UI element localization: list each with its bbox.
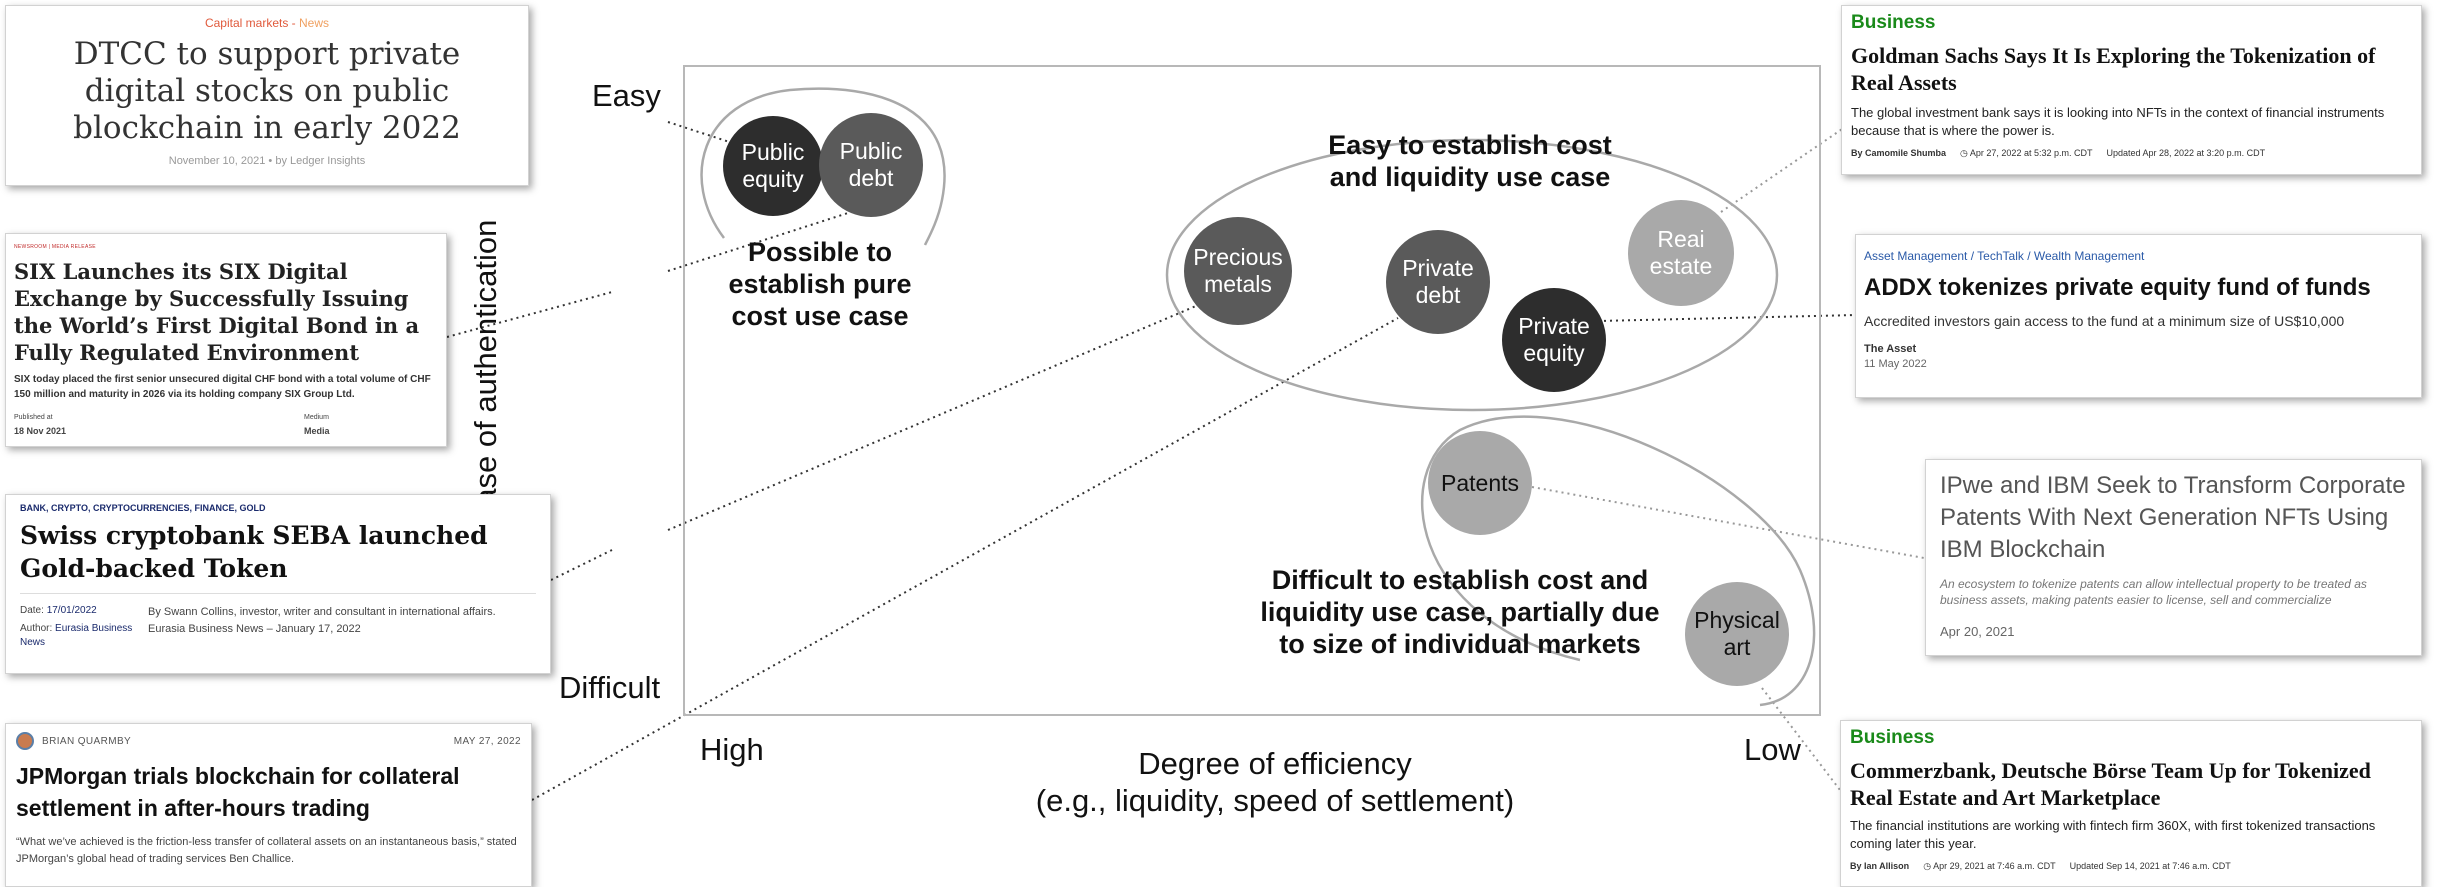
seba-tags[interactable]: BANK, CRYPTO, CRYPTOCURRENCIES, FINANCE,… — [20, 503, 266, 513]
ipwe-headline[interactable]: IPwe and IBM Seek to Transform Corporate… — [1940, 472, 2406, 563]
x-axis-label: Degree of efficiency (e.g., liquidity, s… — [1000, 745, 1550, 819]
dtcc-tag[interactable]: News — [299, 16, 330, 30]
commerz-section[interactable]: Business — [1850, 727, 1935, 748]
group-label-cost-liquidity: Easy to establish cost and liquidity use… — [1328, 130, 1612, 192]
six-headline[interactable]: SIX Launches its SIX Digital Exchange by… — [14, 259, 420, 365]
ipwe-body: An ecosystem to tokenize patents can all… — [1940, 577, 2367, 607]
goldman-byline[interactable]: By Camomile Shumba — [1851, 148, 1947, 158]
goldman-body: The global investment bank says it is lo… — [1851, 105, 2385, 138]
author-avatar — [16, 732, 34, 750]
connector-six-public-debt — [446, 291, 613, 338]
jpm-author[interactable]: BRIAN QUARMBY — [42, 735, 132, 747]
y-axis-top-label: Easy — [592, 78, 661, 113]
seba-headline[interactable]: Swiss cryptobank SEBA launched Gold-back… — [20, 521, 488, 583]
six-kicker: NEWSROOM | MEDIA RELEASE — [14, 244, 96, 250]
ipwe-date: Apr 20, 2021 — [1940, 624, 2015, 639]
x-axis-right-label: Low — [1744, 732, 1801, 767]
commerz-body: The financial institutions are working w… — [1850, 818, 2376, 851]
plot-frame — [683, 65, 1821, 716]
six-medium: Media — [304, 426, 330, 436]
y-axis-bottom-label: Difficult — [559, 670, 661, 705]
group-label-difficult: Difficult to establish cost and liquidit… — [1260, 565, 1660, 659]
x-axis-label-line2: (e.g., liquidity, speed of settlement) — [1035, 783, 1515, 818]
news-card-ipwe[interactable]: IPwe and IBM Seek to Transform Corporate… — [1925, 459, 2422, 656]
news-card-jpmorgan[interactable]: BRIAN QUARMBY MAY 27, 2022 JPMorgan tria… — [5, 723, 532, 887]
addx-headline[interactable]: ADDX tokenizes private equity fund of fu… — [1864, 274, 2371, 301]
connector-easy-public-equity — [667, 121, 749, 149]
group-label-pure-cost: Possible to establish pure cost use case — [728, 237, 912, 331]
six-published-date: 18 Nov 2021 — [14, 426, 67, 436]
news-card-commerzbank[interactable]: Business Commerzbank, Deutsche Börse Tea… — [1840, 720, 2422, 887]
ellipse-public-group — [700, 87, 946, 246]
news-card-goldman[interactable]: Business Goldman Sachs Says It Is Explor… — [1841, 5, 2422, 175]
seba-byline: By Swann Collins, investor, writer and c… — [148, 606, 496, 635]
commerz-headline[interactable]: Commerzbank, Deutsche Börse Team Up for … — [1850, 758, 2371, 810]
bubble-patents: Patents — [1428, 431, 1532, 535]
jpm-date: MAY 27, 2022 — [453, 735, 521, 747]
dtcc-headline[interactable]: DTCC to support private digital stocks o… — [73, 36, 461, 146]
seba-date: 17/01/2022 — [46, 605, 97, 616]
news-card-seba[interactable]: BANK, CRYPTO, CRYPTOCURRENCIES, FINANCE,… — [5, 494, 551, 674]
commerz-byline[interactable]: By Ian Allison — [1850, 861, 1910, 871]
jpm-quote: “What we’ve achieved is the friction-les… — [16, 836, 517, 865]
ellipse-liquidity-group — [1165, 138, 1779, 412]
jpm-headline[interactable]: JPMorgan trials blockchain for collatera… — [16, 763, 460, 821]
news-card-addx[interactable]: Asset Management / TechTalk / Wealth Man… — [1855, 234, 2422, 398]
dtcc-meta: November 10, 2021 • by Ledger Insights — [168, 155, 366, 167]
connector-addx-private-equity — [1597, 314, 1858, 322]
addx-date: 11 May 2022 — [1864, 358, 1927, 370]
goldman-section[interactable]: Business — [1851, 12, 1936, 33]
x-axis-label-line1: Degree of efficiency — [1138, 746, 1412, 781]
seba-author-link[interactable]: Eurasia Business News — [20, 623, 133, 648]
clock-icon: ◷ — [1923, 861, 1932, 871]
dtcc-category[interactable]: Capital markets — [204, 16, 289, 30]
news-card-dtcc[interactable]: Capital markets - News DTCC to support p… — [5, 5, 529, 186]
y-axis-label: Ease of authentication — [468, 219, 503, 527]
connector-ipwe-patents — [1531, 486, 1925, 559]
goldman-headline[interactable]: Goldman Sachs Says It Is Exploring the T… — [1851, 43, 2376, 95]
clock-icon: ◷ — [1960, 148, 1968, 158]
addx-breadcrumb[interactable]: Asset Management / TechTalk / Wealth Man… — [1864, 249, 2145, 263]
addx-body: Accredited investors gain access to the … — [1864, 313, 2345, 329]
x-axis-left-label: High — [700, 732, 764, 767]
connector-goldman-real-estate — [1720, 124, 1849, 213]
ellipse-difficult-group — [1420, 415, 1816, 707]
addx-source: The Asset — [1864, 343, 1917, 355]
six-body: SIX today placed the first senior unsecu… — [14, 374, 431, 400]
news-card-six[interactable]: NEWSROOM | MEDIA RELEASE SIX Launches it… — [5, 233, 447, 447]
